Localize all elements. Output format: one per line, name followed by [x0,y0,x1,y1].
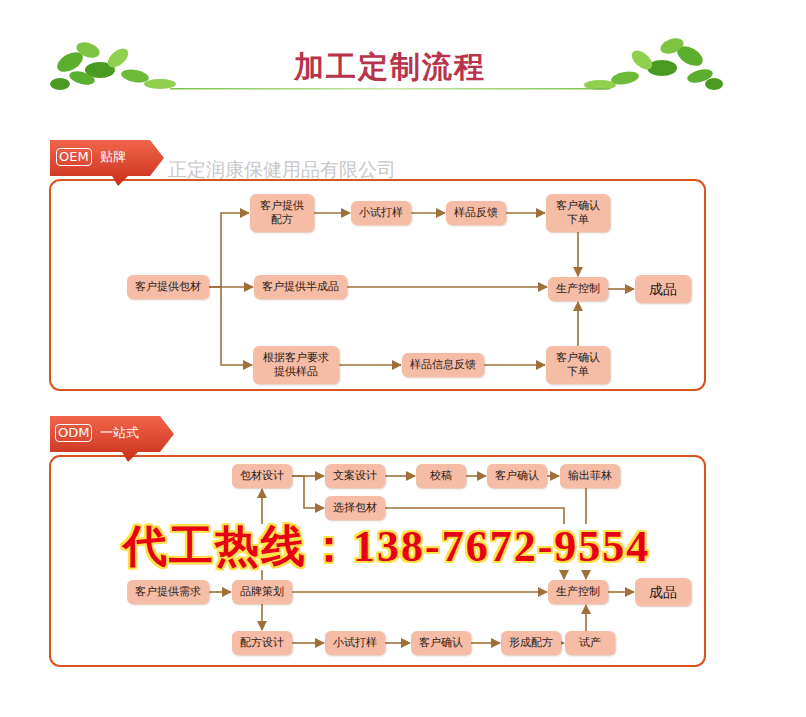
box-text: 客户确认 下单 [554,351,602,379]
process-box: 小试打样 [351,201,411,225]
section-tab [50,416,174,462]
flow-arrow [506,212,545,214]
box-text: 文案设计 [333,469,377,483]
box-text: 包材设计 [240,469,284,483]
flow-arrow [466,475,486,477]
leaf-cluster-right [584,35,723,90]
box-text: 小试打样 [333,636,377,650]
flow-arrow [585,605,587,631]
process-box: 文案设计 [325,464,385,488]
process-box: 试产 [565,631,615,655]
flow-arrow [261,604,263,630]
section-tab [50,140,164,186]
process-box: 客户确认 下单 [546,346,610,384]
process-box: 形成配方 [501,631,561,655]
box-text: 客户提供 配方 [258,199,306,227]
process-box: 校稿 [416,464,466,488]
flow-arrow [385,642,410,644]
process-box: 配方设计 [232,631,292,655]
process-box: 客户确认 [411,631,471,655]
flow-arrow [292,591,547,593]
leaf-cluster-left [50,39,176,90]
box-text: 客户确认 [419,636,463,650]
flow-arrow [561,642,564,644]
flow-arrow [547,475,559,477]
title-rule [170,88,610,90]
process-box: 成品 [635,275,691,303]
process-box: 选择包材 [325,496,385,520]
box-text: 试产 [579,636,601,650]
flow-arrow [471,642,500,644]
process-box: 品牌策划 [232,580,292,604]
process-box: 客户提供包材 [127,275,209,299]
box-text: 选择包材 [333,501,377,515]
flow-arrow [385,475,415,477]
flow-arrow [292,476,324,508]
process-box: 客户确认 下单 [546,194,610,232]
flow-arrow [209,591,231,593]
box-text: 输出菲林 [568,469,612,483]
box-text: 小试打样 [359,206,403,220]
process-box: 输出菲林 [560,464,620,488]
box-text: 生产控制 [556,282,600,296]
process-box: 包材设计 [232,464,292,488]
process-box: 小试打样 [325,631,385,655]
process-box: 成品 [635,578,691,606]
box-text: 客户确认 [495,469,539,483]
flow-arrow [577,302,579,346]
box-text: 品牌策划 [240,585,284,599]
process-box: 根据客户要求 提供样品 [253,346,339,384]
box-text: 形成配方 [509,636,553,650]
process-box: 客户提供半成品 [254,275,347,299]
box-text: 客户提供包材 [135,280,201,294]
flow-arrow [292,642,324,644]
process-box: 样品信息反馈 [402,353,484,377]
flow-arrow [347,286,547,288]
tab-label: 一站式 [100,424,139,442]
hotline-text: 代工热线：138-7672-9554 [120,524,653,570]
box-text: 配方设计 [240,636,284,650]
tab-label: ODM [55,424,92,442]
process-box: 客户提供 配方 [250,194,314,232]
process-box: 客户提供需求 [127,580,209,604]
flow-arrow [411,212,445,214]
box-text: 客户确认 下单 [554,199,602,227]
flow-arrow [608,288,634,290]
box-text: 客户提供需求 [135,585,201,599]
flow-arrow [209,287,252,365]
box-text: 校稿 [430,469,452,483]
box-text: 根据客户要求 提供样品 [261,351,331,379]
diagram-title: 加工定制流程 [294,47,486,88]
flow-arrow [608,591,634,593]
process-box: 生产控制 [548,580,608,604]
box-text: 生产控制 [556,585,600,599]
watermark: 正定润康保健用品有限公司 [168,157,396,183]
box-text: 成品 [649,583,677,601]
tab-label: 贴牌 [100,148,126,166]
flow-arrow [577,232,579,276]
section-panel [50,180,705,390]
tab-label: OEM [56,148,92,166]
flow-arrow [314,212,350,214]
flow-arrow [484,364,545,366]
box-text: 成品 [649,280,677,298]
process-box: 客户确认 [487,464,547,488]
flow-arrow [339,364,401,366]
section-panel [50,456,705,666]
box-text: 样品信息反馈 [410,358,476,372]
process-box: 样品反馈 [446,201,506,225]
process-box: 生产控制 [548,277,608,301]
box-text: 样品反馈 [454,206,498,220]
box-text: 客户提供半成品 [262,280,339,294]
flow-arrow [209,213,249,287]
